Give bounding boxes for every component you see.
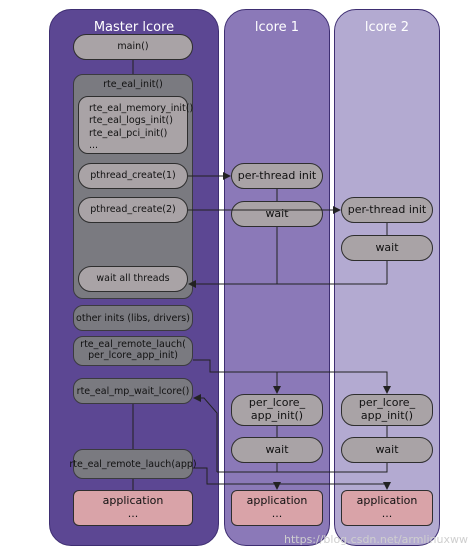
lcore2-wait-1-node: wait <box>341 235 433 261</box>
lcore1-lane: lcore 1 <box>224 9 330 546</box>
mp-wait-lcore-node: rte_eal_mp_wait_lcore() <box>73 378 193 404</box>
remote-launch-init-label: rte_eal_remote_lauch( per_lcore_app_init… <box>80 339 186 361</box>
init-item: rte_eal_pci_init() <box>89 127 168 139</box>
lcore2-per-lcore-app-init-label: per_lcore_ app_init() <box>358 396 416 422</box>
main-node: main() <box>73 34 193 60</box>
wait-all-threads-node: wait all threads <box>78 266 188 292</box>
lcore1-wait-1-node: wait <box>231 201 323 227</box>
other-inits-node: other inits (libs, drivers) <box>73 305 193 331</box>
lcore1-per-lcore-app-init-node: per_lcore_ app_init() <box>231 394 323 426</box>
lcore1-application-node: application ... <box>231 490 323 526</box>
lcore2-per-lcore-app-init-node: per_lcore_ app_init() <box>341 394 433 426</box>
init-item: ... <box>89 140 99 152</box>
other-inits-label: other inits (libs, drivers) <box>76 312 190 324</box>
master-application-node: application ... <box>73 490 193 526</box>
pthread-create-2-node: pthread_create(2) <box>78 197 188 223</box>
remote-launch-app-label: rte_eal_remote_lauch(app) <box>69 458 197 470</box>
lcore1-per-lcore-app-init-label: per_lcore_ app_init() <box>248 396 306 422</box>
lcore1-wait-2-node: wait <box>231 437 323 463</box>
remote-launch-app-node: rte_eal_remote_lauch(app) <box>69 449 197 479</box>
lcore2-lane: lcore 2 <box>334 9 440 546</box>
lcore1-per-thread-init-node: per-thread init <box>231 163 323 189</box>
lcore2-application-label: application ... <box>356 494 418 520</box>
master-application-label: application ... <box>102 494 164 520</box>
lcore2-title: lcore 2 <box>364 20 410 35</box>
rte-eal-init-title: rte_eal_init() <box>103 79 163 90</box>
lcore1-application-label: application ... <box>246 494 308 520</box>
lcore1-title: lcore 1 <box>254 20 300 35</box>
pthread-create-1-node: pthread_create(1) <box>78 163 188 189</box>
watermark: https://blog.csdn.net/armlinuxww <box>283 533 468 546</box>
init-item: rte_eal_logs_init() <box>89 115 173 127</box>
master-lcore-title: Master lcore <box>93 20 175 35</box>
lcore2-per-thread-init-node: per-thread init <box>341 197 433 223</box>
remote-launch-init-node: rte_eal_remote_lauch( per_lcore_app_init… <box>73 336 193 366</box>
lcore2-application-node: application ... <box>341 490 433 526</box>
eal-init-list: rte_eal_memory_init() rte_eal_logs_init(… <box>78 96 194 154</box>
lcore2-wait-2-node: wait <box>341 437 433 463</box>
init-item: rte_eal_memory_init() <box>89 103 194 114</box>
mp-wait-lcore-label: rte_eal_mp_wait_lcore() <box>76 385 190 397</box>
